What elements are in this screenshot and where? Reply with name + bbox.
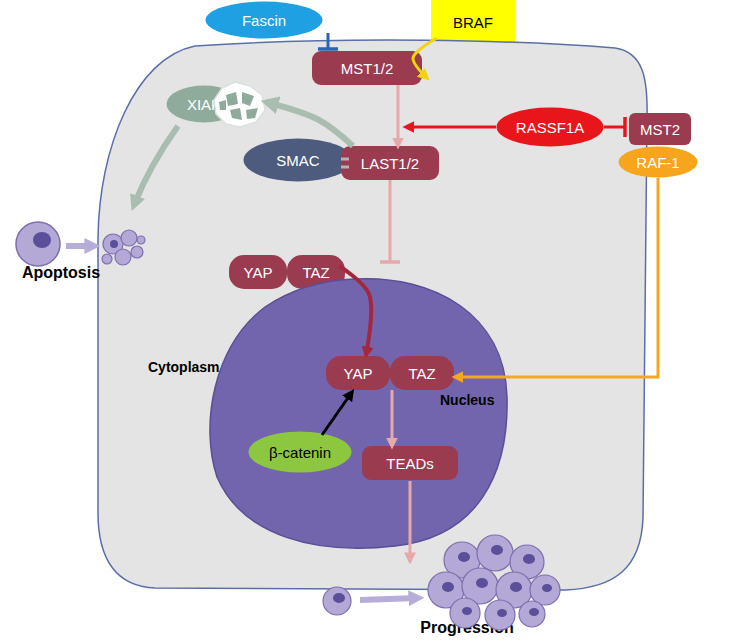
- connector: [604, 117, 625, 137]
- node-label: BRAF: [453, 14, 493, 31]
- connector-line: [397, 85, 400, 146]
- protein-ellipse: RAF-1: [618, 146, 698, 178]
- proliferation-arrow: [360, 598, 418, 600]
- outcome-label: Progression: [407, 619, 527, 637]
- binding-line: [341, 166, 349, 169]
- inhibition-bar: [380, 260, 400, 264]
- protein-ellipse: SMAC: [243, 138, 353, 182]
- transition-arrow: [66, 243, 94, 249]
- node-label: TEADs: [386, 455, 434, 472]
- connector: [341, 159, 349, 167]
- apoptosis-arrow: [134, 126, 178, 205]
- protein-ellipse: β-catenin: [248, 431, 352, 473]
- connector-line: [266, 102, 353, 146]
- ellipse-shape: [167, 86, 242, 123]
- single-cell: [323, 587, 351, 615]
- node-label: SMAC: [276, 152, 319, 169]
- ellipse-shape: [497, 108, 604, 147]
- connector-line: [389, 180, 392, 262]
- binding-line: [341, 158, 349, 161]
- node-label: YAP: [344, 365, 373, 382]
- node-label: YAP: [244, 264, 273, 281]
- node-label: MST1/2: [341, 60, 394, 77]
- blob-outline: [205, 275, 510, 550]
- protein-ellipse: XIAP: [166, 85, 242, 123]
- inhibition-bar: [623, 117, 627, 137]
- ellipse-shape: [619, 147, 698, 178]
- node-label: RAF-1: [636, 154, 679, 171]
- node-label: β-catenin: [269, 444, 331, 461]
- connector-line: [406, 126, 496, 129]
- ellipse-shape: [244, 139, 353, 182]
- ellipse-shape: [206, 2, 323, 39]
- cell-cluster: [428, 535, 560, 630]
- node-label: Nucleus: [440, 392, 494, 409]
- connector: [266, 102, 353, 146]
- connector: [455, 178, 658, 377]
- node-label: RASSF1A: [516, 119, 584, 136]
- connector-line: [327, 33, 330, 49]
- kinase-box: MST2: [629, 113, 691, 145]
- connector-line: [455, 178, 658, 377]
- node-label: MST2: [640, 121, 680, 138]
- connector: [318, 33, 338, 49]
- coactivator-box: YAP: [229, 255, 287, 289]
- kinase-box: BRAF: [431, 0, 515, 44]
- kinase-box: LAST1/2: [341, 146, 439, 180]
- kinase-box: MST1/2: [312, 51, 422, 85]
- connector-line: [604, 126, 625, 129]
- apoptotic-cell: [102, 230, 145, 265]
- nucleus-outline: YAP TAZ β-cateninTEADs Nucleus: [205, 275, 510, 550]
- node-label: LAST1/2: [361, 155, 419, 172]
- connector-line: [322, 392, 352, 435]
- connector: [322, 392, 352, 435]
- connector-line: [413, 38, 437, 78]
- node-label: Fascin: [242, 12, 286, 29]
- connector-line: [339, 266, 371, 355]
- coactivator-box: YAP: [326, 356, 390, 390]
- intact-cell: [16, 222, 60, 266]
- node-label: TAZ: [408, 365, 435, 382]
- protein-ellipse: RASSF1A: [496, 107, 604, 147]
- node-label: XIAP: [187, 96, 221, 113]
- progression-arrow: [409, 481, 412, 562]
- inhibition-bar: [318, 47, 338, 51]
- connector: [406, 127, 496, 128]
- outcome-label: Apoptosis: [6, 264, 116, 282]
- transcription-factor-box: TEADs: [362, 446, 458, 480]
- node-label: TAZ: [302, 264, 329, 281]
- blob-shape: [210, 279, 507, 548]
- connector-line: [391, 390, 394, 446]
- connector: [380, 180, 400, 262]
- connector: [413, 38, 437, 78]
- blob-shape: [98, 40, 647, 590]
- cell-outline: MST1/2XIAP RASSF1A SMAC LAST1/2YAP TAZ YAP TAZ…: [95, 38, 650, 593]
- connector: [398, 85, 399, 146]
- connector: [339, 266, 371, 355]
- regulator-ellipse: Fascin: [205, 1, 323, 39]
- broken-xiap: [214, 82, 265, 127]
- node-label: Cytoplasm: [148, 359, 220, 376]
- coactivator-box: TAZ: [390, 356, 454, 390]
- ellipse-shape: [249, 432, 352, 473]
- connector: [392, 390, 393, 446]
